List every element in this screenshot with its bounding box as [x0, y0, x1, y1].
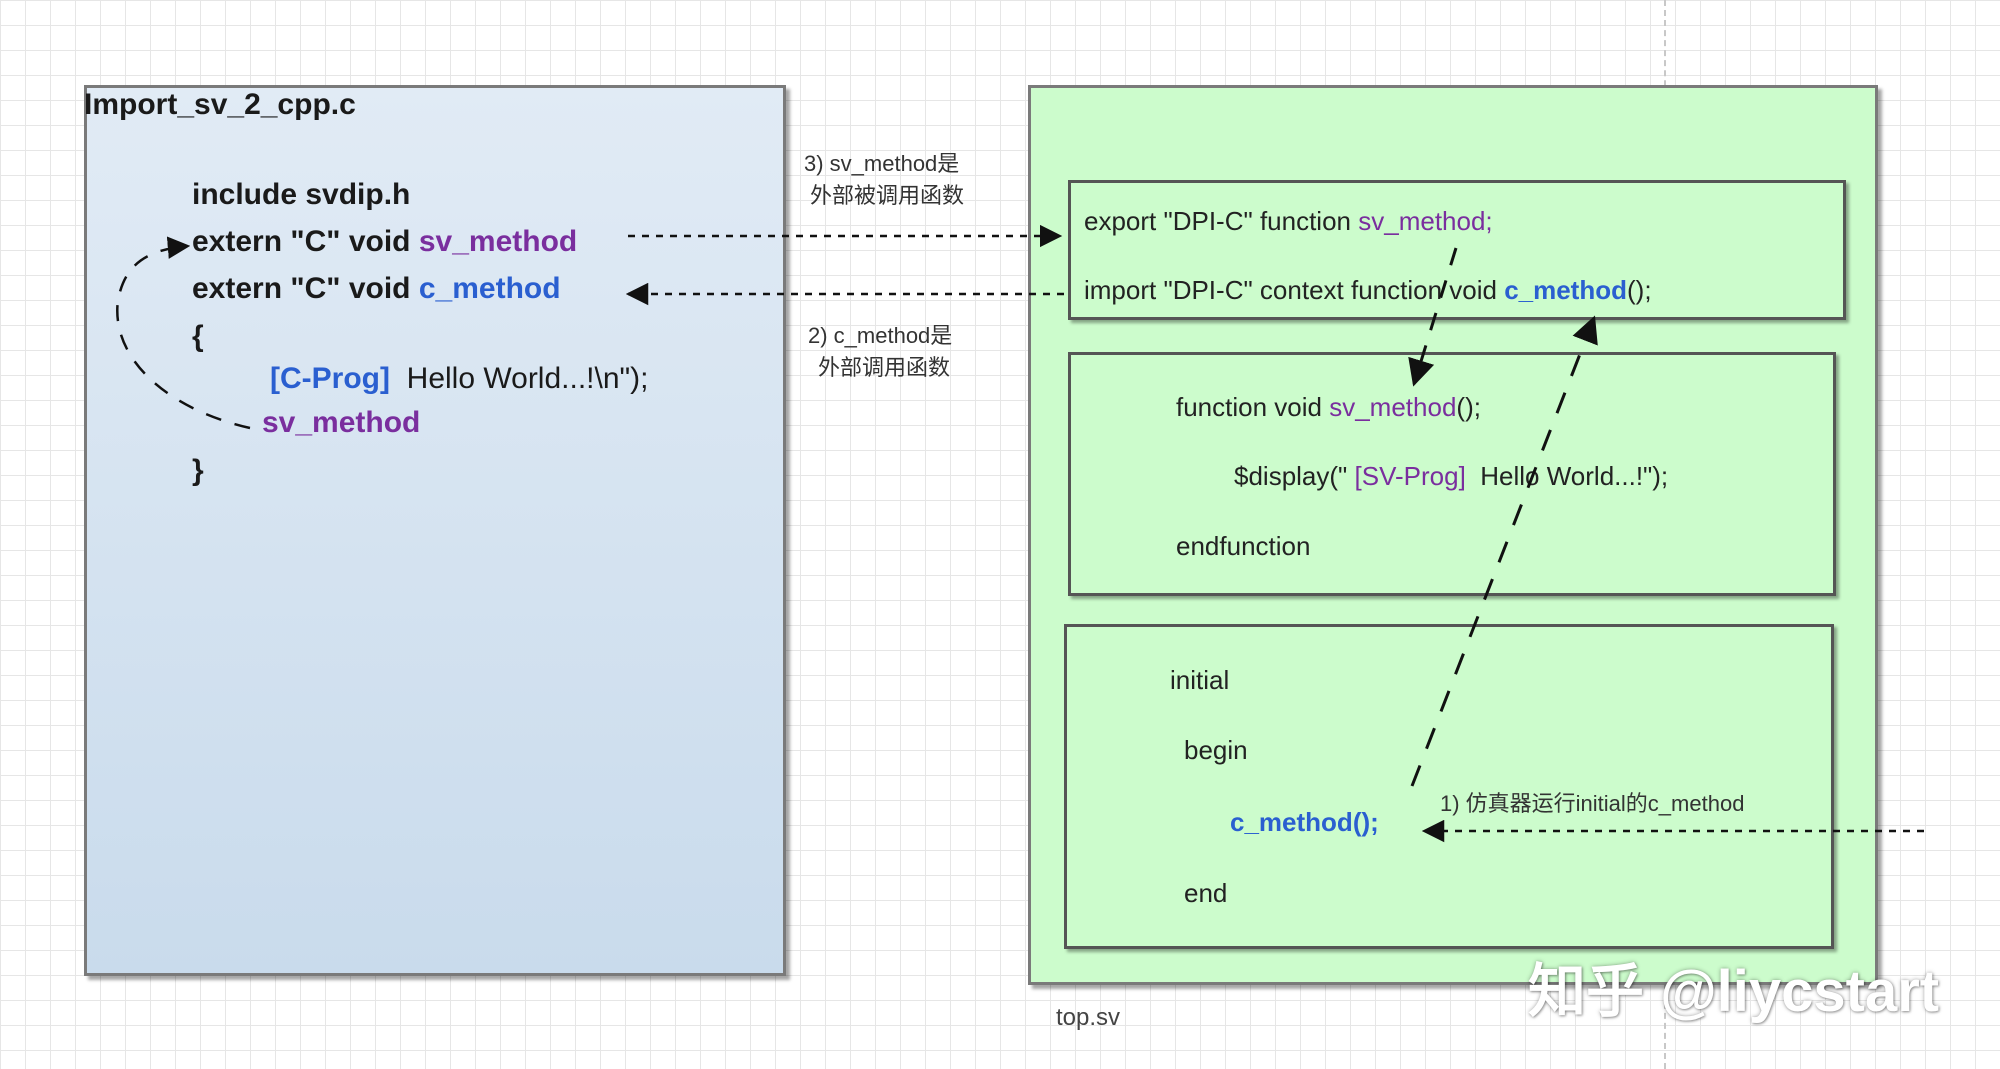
- note-3-line-2: 外部被调用函数: [810, 183, 965, 208]
- c-method-call-line: c_method();: [1230, 807, 1379, 838]
- print-text: Hello World...!\n");: [406, 362, 649, 395]
- extern-c-method-name: c_method: [418, 272, 561, 305]
- c-method-call-name: c_method: [1230, 807, 1353, 837]
- function-prefix: function void: [1176, 392, 1322, 422]
- arrow-call-to-import: [1410, 315, 1598, 787]
- import-suffix: ();: [1627, 275, 1652, 305]
- export-prefix: export "DPI-C" function: [1084, 206, 1352, 236]
- sv-function-box: [1068, 352, 1836, 596]
- extern-sv-method-name: sv_method: [418, 225, 578, 258]
- note-3-line-1: 3) sv_method是: [804, 151, 960, 176]
- include-line: include svdip.h: [192, 178, 411, 211]
- display-text: Hello World...!");: [1480, 461, 1669, 491]
- import-c-method-name: c_method: [1504, 275, 1627, 305]
- display-line: $display(" [SV-Prog] Hello World...!");: [1234, 461, 1668, 492]
- end-keyword: end: [1184, 878, 1228, 908]
- endfunction-line: endfunction: [1176, 531, 1311, 561]
- c-method-call-suffix: ();: [1352, 807, 1379, 837]
- arrow-loop-call-to-extern: [116, 236, 251, 430]
- watermark: 知乎 @liycstart: [1528, 959, 1940, 1024]
- begin-keyword: begin: [1184, 735, 1248, 765]
- close-brace: }: [192, 454, 204, 487]
- note-2-line-2: 外部调用函数: [818, 355, 951, 380]
- initial-keyword: initial: [1170, 665, 1230, 695]
- function-line: function void sv_method();: [1176, 392, 1481, 423]
- display-prefix: $display(": [1234, 461, 1348, 491]
- extern-prefix: extern "C" void: [192, 225, 411, 258]
- sv-method-call: sv_method: [262, 406, 421, 439]
- function-sv-method-name: sv_method: [1329, 392, 1457, 422]
- import-prefix: import "DPI-C" context function void: [1084, 275, 1497, 305]
- extern-c-method-line: extern "C" void c_method: [192, 272, 561, 306]
- extern-prefix: extern "C" void: [192, 272, 411, 305]
- note-2-line-1: 2) c_method是: [808, 323, 953, 348]
- import-line: import "DPI-C" context function void c_m…: [1084, 275, 1652, 306]
- c-file-panel: [84, 85, 786, 976]
- dpi-declaration-box: [1068, 180, 1846, 320]
- sv-prog-tag: [SV-Prog]: [1354, 461, 1466, 491]
- export-line: export "DPI-C" function sv_method;: [1084, 206, 1493, 237]
- sv-file-caption: top.sv: [1056, 1004, 1121, 1031]
- c-file-title: Import_sv_2_cpp.c: [84, 88, 356, 121]
- extern-sv-method-line: extern "C" void sv_method: [192, 225, 577, 259]
- arrow-export-to-function: [1408, 247, 1458, 387]
- export-sv-method-name: sv_method;: [1358, 206, 1493, 236]
- c-prog-tag: [C-Prog]: [270, 362, 390, 395]
- open-brace: {: [192, 320, 204, 353]
- initial-block-box: [1064, 624, 1834, 949]
- print-line: [C-Prog] Hello World...!\n");: [270, 362, 649, 396]
- note-1: 1) 仿真器运行initial的c_method: [1440, 791, 1745, 816]
- function-suffix: ();: [1456, 392, 1481, 422]
